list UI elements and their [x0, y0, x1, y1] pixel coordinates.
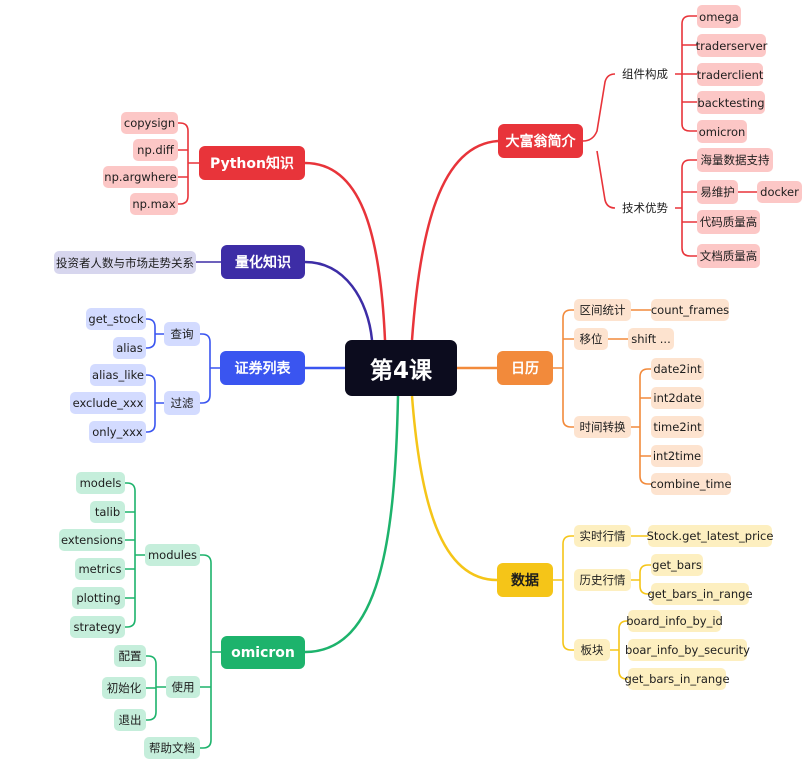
advantage-docker[interactable]: docker	[757, 181, 802, 203]
branch-python[interactable]: Python知识	[199, 146, 305, 180]
edge-root-data	[410, 395, 498, 582]
edge-calendar-sub	[553, 309, 574, 428]
data-history-label[interactable]: 历史行情	[574, 569, 631, 591]
python-np-max[interactable]: np.max	[130, 193, 178, 215]
calendar-shift-label[interactable]: 移位	[574, 328, 608, 350]
advantage-maintainable[interactable]: 易维护	[697, 180, 738, 204]
usage-config[interactable]: 配置	[114, 645, 146, 667]
edge-omicron-sub	[200, 554, 221, 749]
edge-python-items	[178, 122, 199, 205]
intro-advantages-label[interactable]: 技术优势	[622, 201, 668, 215]
branch-data[interactable]: 数据	[497, 563, 553, 597]
omicron-usage-label[interactable]: 使用	[166, 676, 200, 698]
calendar-shift-item[interactable]: shift ...	[628, 328, 674, 350]
advantage-doc-quality[interactable]: 文档质量高	[697, 244, 760, 268]
securities-get-stock[interactable]: get_stock	[86, 308, 146, 330]
calendar-convert-label[interactable]: 时间转换	[574, 416, 631, 438]
python-np-diff[interactable]: np.diff	[133, 139, 178, 161]
branch-securities[interactable]: 证券列表	[220, 351, 305, 385]
calendar-combine-time[interactable]: combine_time	[650, 473, 732, 495]
edge-advantages-items	[675, 159, 697, 257]
data-realtime-label[interactable]: 实时行情	[574, 525, 631, 547]
securities-alias-like[interactable]: alias_like	[90, 364, 146, 386]
component-omega[interactable]: omega	[697, 5, 741, 28]
edge-root-intro	[410, 139, 499, 341]
calendar-time2int[interactable]: time2int	[651, 416, 704, 438]
edge-components-items	[675, 15, 697, 132]
quant-investors-market[interactable]: 投资者人数与市场走势关系	[54, 251, 196, 274]
calendar-count-frames[interactable]: count_frames	[651, 299, 729, 321]
branch-quant[interactable]: 量化知识	[221, 245, 305, 279]
component-omicron[interactable]: omicron	[697, 120, 747, 143]
component-backtesting[interactable]: backtesting	[697, 91, 765, 114]
edge-root-quant	[304, 260, 374, 341]
securities-query-label[interactable]: 查询	[164, 322, 200, 346]
data-get-latest-price[interactable]: Stock.get_latest_price	[647, 525, 773, 547]
securities-exclude-xxx[interactable]: exclude_xxx	[70, 392, 146, 414]
data-board-get-bars-in-range[interactable]: get_bars_in_range	[624, 668, 730, 690]
python-copysign[interactable]: copysign	[121, 112, 178, 134]
module-plotting[interactable]: plotting	[72, 587, 125, 609]
usage-exit[interactable]: 退出	[114, 709, 146, 731]
python-np-argwhere[interactable]: np.argwhere	[103, 166, 178, 188]
edge-usage-items	[146, 655, 166, 721]
edge-query-items	[146, 318, 164, 349]
securities-filter-label[interactable]: 过滤	[164, 391, 200, 415]
data-board-label[interactable]: 板块	[574, 639, 610, 661]
component-traderclient[interactable]: traderclient	[697, 63, 763, 86]
edge-root-python	[304, 161, 387, 341]
data-board-info-by-id[interactable]: board_info_by_id	[626, 610, 723, 632]
data-board-info-by-security[interactable]: boar_info_by_security	[625, 639, 750, 661]
module-models[interactable]: models	[76, 472, 125, 494]
module-talib[interactable]: talib	[90, 501, 125, 523]
edge-securities-sub	[200, 333, 220, 404]
module-strategy[interactable]: strategy	[70, 616, 125, 638]
component-traderserver[interactable]: traderserver	[696, 34, 767, 57]
intro-components-label[interactable]: 组件构成	[622, 67, 668, 81]
calendar-int2time[interactable]: int2time	[651, 445, 703, 467]
omicron-modules-label[interactable]: modules	[145, 544, 200, 566]
edge-convert-items	[631, 368, 651, 485]
securities-only-xxx[interactable]: only_xxx	[89, 421, 146, 443]
root-node[interactable]: 第4课	[345, 340, 457, 396]
calendar-date2int[interactable]: date2int	[651, 358, 704, 380]
advantage-big-data[interactable]: 海量数据支持	[697, 148, 773, 172]
advantage-code-quality[interactable]: 代码质量高	[697, 210, 760, 234]
securities-alias[interactable]: alias	[113, 337, 146, 359]
edge-filter-items	[146, 374, 164, 433]
edge-intro-subgroup	[582, 73, 616, 209]
module-extensions[interactable]: extensions	[59, 529, 125, 551]
branch-omicron[interactable]: omicron	[221, 636, 305, 669]
edge-root-omicron	[304, 395, 400, 654]
calendar-int2date[interactable]: int2date	[651, 387, 704, 409]
data-get-bars-in-range[interactable]: get_bars_in_range	[647, 583, 753, 605]
module-metrics[interactable]: metrics	[75, 558, 125, 580]
branch-calendar[interactable]: 日历	[497, 351, 553, 385]
edge-modules-items	[125, 482, 145, 628]
edge-data-sub	[553, 535, 574, 651]
calendar-range-label[interactable]: 区间统计	[574, 299, 631, 321]
omicron-docs-label[interactable]: 帮助文档	[144, 737, 200, 759]
branch-intro[interactable]: 大富翁简介	[498, 124, 583, 158]
usage-init[interactable]: 初始化	[102, 677, 146, 699]
data-get-bars[interactable]: get_bars	[651, 554, 703, 576]
